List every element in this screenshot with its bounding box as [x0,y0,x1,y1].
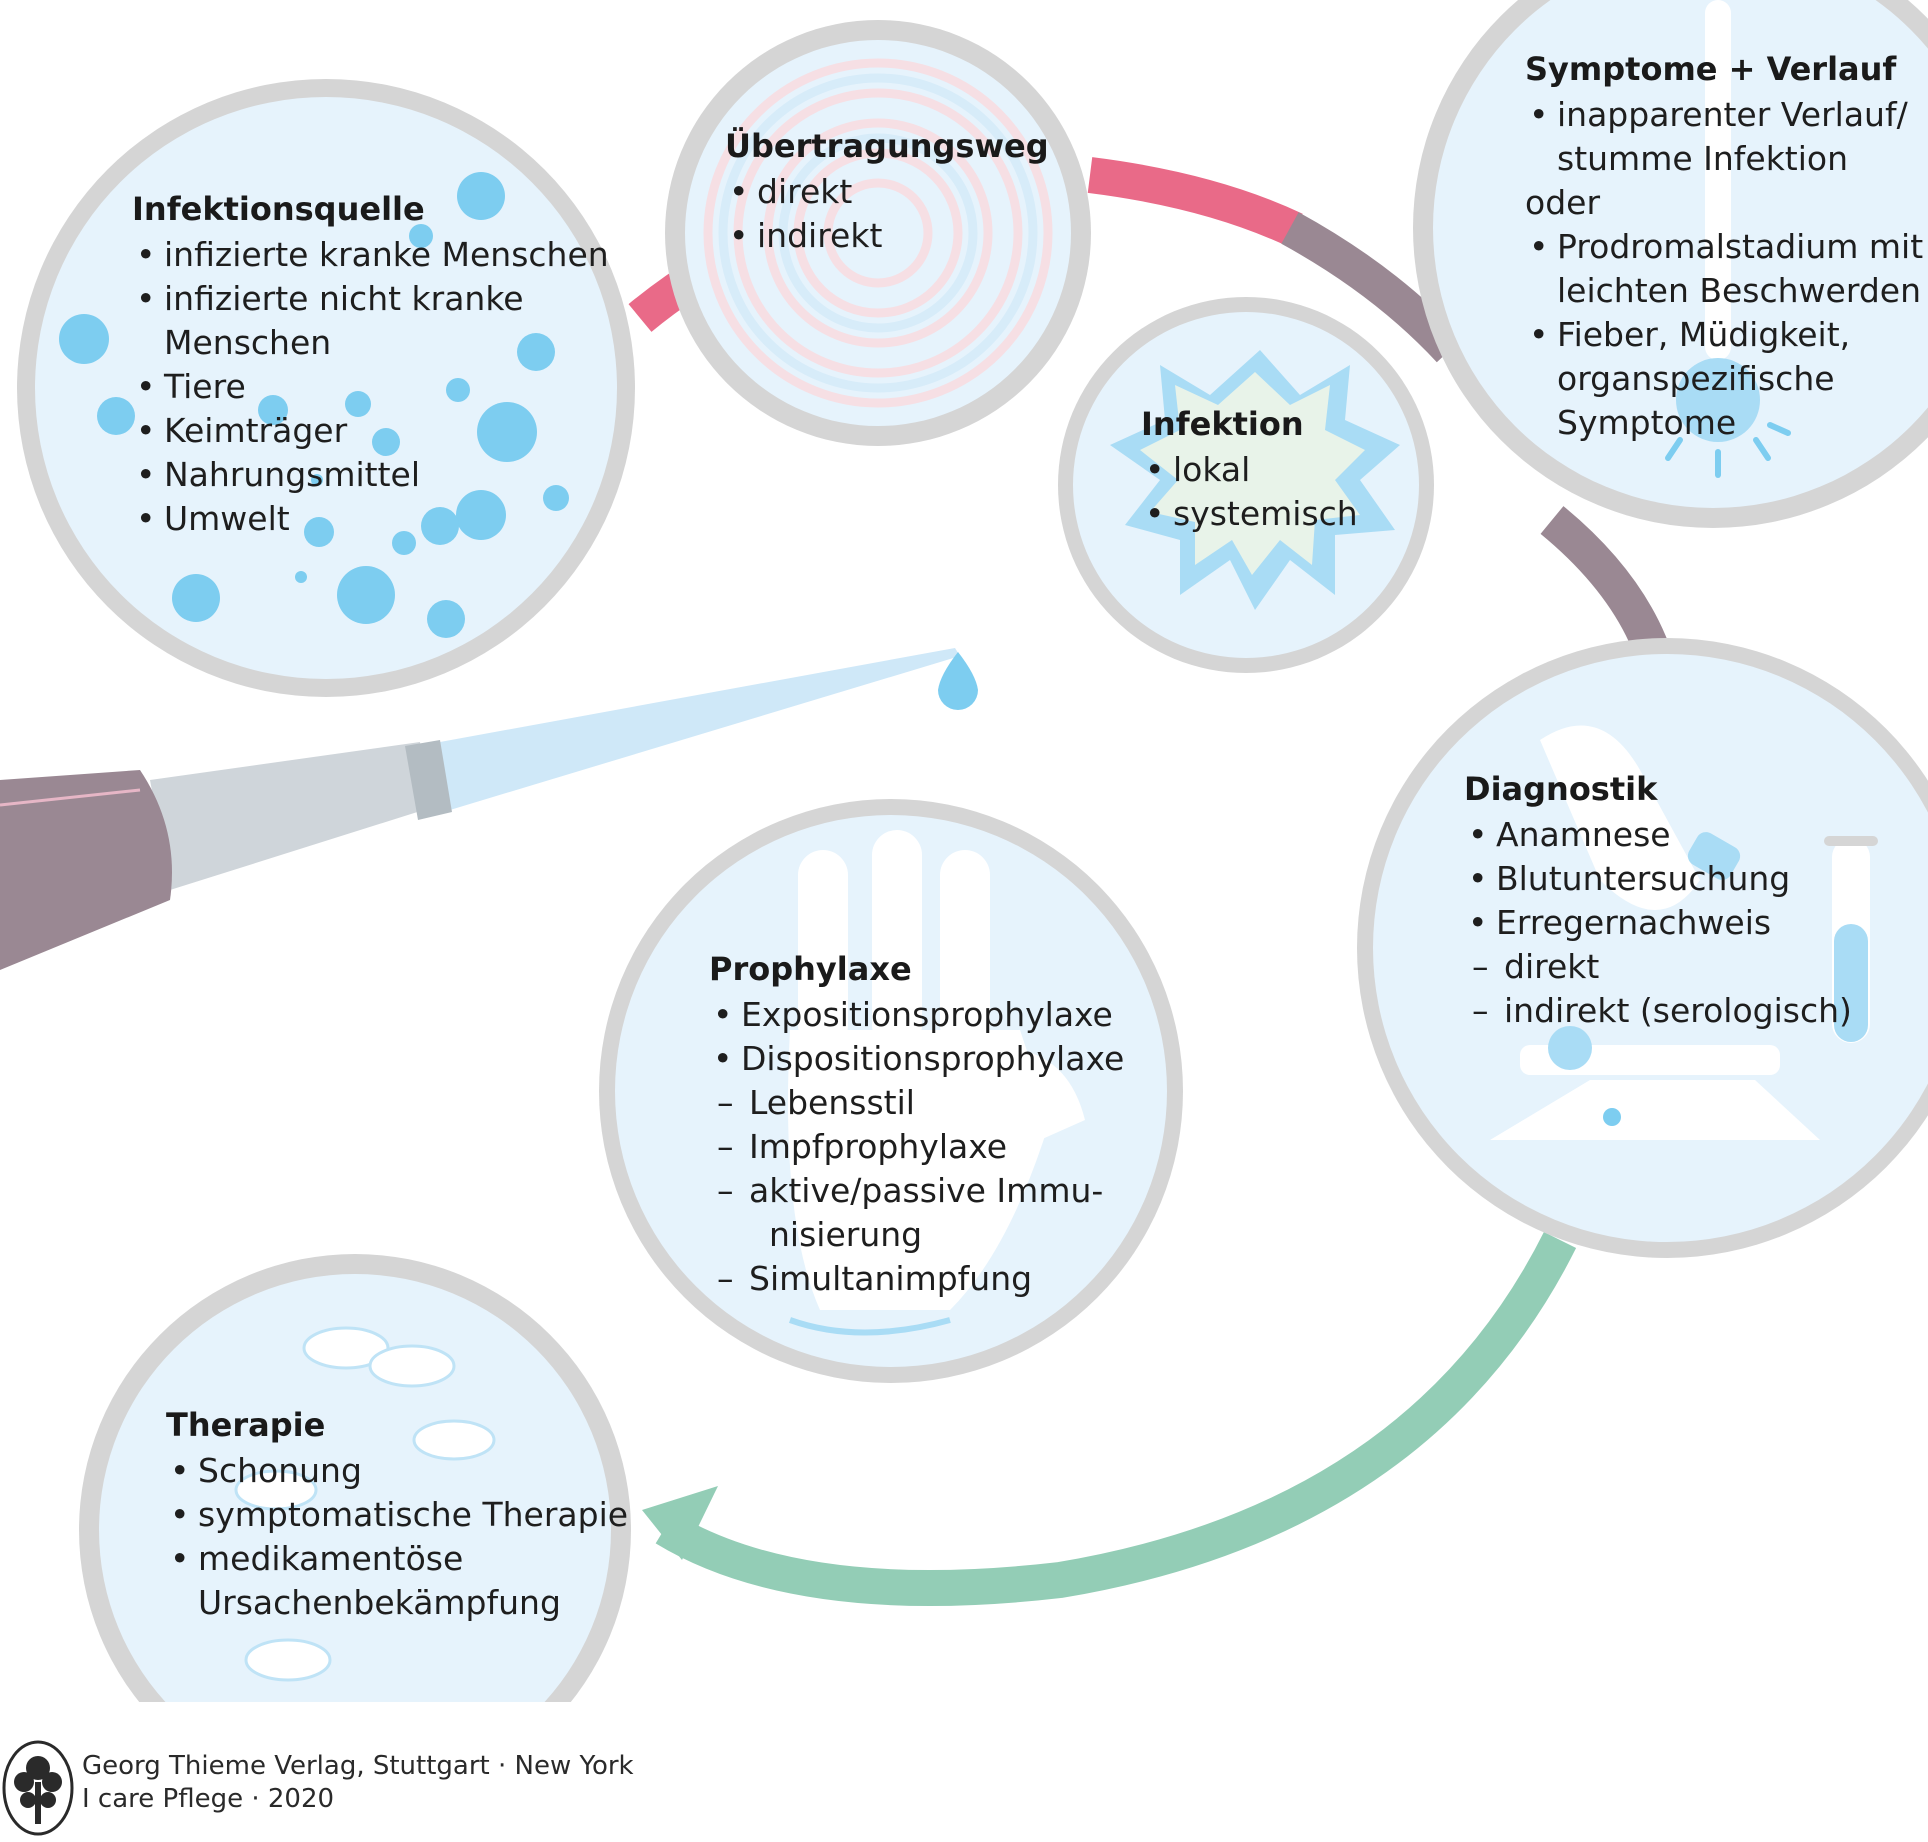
diagnostik-text: Diagnostik Anamnese Blutuntersuchung Err… [1464,767,1852,1033]
infektionsquelle-text: Infektionsquelle infizierte kranke Mensc… [132,187,609,541]
list-item: Symptome [1557,403,1737,442]
list-item: Schonung [166,1449,628,1493]
droplet-icon [938,652,978,710]
list-item: leichten Beschwerden [1557,271,1921,310]
list-subitem: indirekt (serologisch) [1464,989,1852,1033]
list-item: inapparenter Verlauf/ [1525,93,1923,137]
list-item: systemisch [1141,492,1358,536]
footer-book: I care Pflege · 2020 [82,1784,335,1814]
list-item: Tiere [132,365,609,409]
list-item: organspezifische [1557,359,1835,398]
cycle-arcs [628,157,1669,1606]
footer: Georg Thieme Verlag, Stuttgart · New Yor… [0,1738,640,1838]
therapie-text: Therapie Schonung symptomatische Therapi… [166,1403,628,1625]
uebertragungsweg-title: Übertragungsweg [725,127,1049,165]
list-item: Erregernachweis [1464,901,1852,945]
symptome-text: Symptome + Verlauf inapparenter Verlauf/… [1525,47,1923,445]
arc-green-segment [655,1231,1577,1606]
list-item: Blutuntersuchung [1464,857,1852,901]
list-item: oder [1525,183,1601,222]
infektion-title: Infektion [1141,405,1304,443]
list-item: Nahrungsmittel [132,453,609,497]
list-item: infizierte kranke Menschen [132,233,609,277]
list-item: stumme Infektion [1557,139,1849,178]
list-item: Menschen [164,323,332,362]
list-item: Keimträger [132,409,609,453]
tree-logo [2,1740,74,1836]
list-item: Prodromalstadium mit [1525,225,1923,269]
arc-mauve-segment-lower [1540,506,1669,657]
pipette-icon [0,648,960,970]
list-item: Expositionsprophylaxe [709,993,1124,1037]
uebertragungsweg-text: Übertragungsweg direkt indirekt [725,124,1049,258]
list-item: symptomatische Therapie [166,1493,628,1537]
list-item: Ursachenbekämpfung [198,1583,561,1622]
list-subitem: Simultanimpfung [709,1257,1124,1301]
list-subitem: direkt [1464,945,1852,989]
infektionsquelle-title: Infektionsquelle [132,190,425,228]
list-item: Anamnese [1464,813,1852,857]
arc-pink-segment-right [1087,157,1303,247]
prophylaxe-title: Prophylaxe [709,950,912,988]
list-item: Umwelt [132,497,609,541]
list-item: Fieber, Müdigkeit, [1525,313,1923,357]
prophylaxe-text: Prophylaxe Expositionsprophylaxe Disposi… [709,947,1124,1301]
footer-publisher: Georg Thieme Verlag, Stuttgart · New Yor… [82,1751,634,1781]
list-item: direkt [725,170,1049,214]
thermometer-icon [1665,0,1791,478]
list-subitem: Impfprophylaxe [709,1125,1124,1169]
list-item: medikamentöse [166,1537,628,1581]
list-subitem: aktive/passive Immu- [709,1169,1124,1213]
list-subitem: nisierung [769,1215,923,1254]
list-item: lokal [1141,448,1358,492]
list-item: infizierte nicht kranke [132,277,609,321]
diagnostik-title: Diagnostik [1464,770,1658,808]
footer-band [0,1702,1928,1842]
therapie-title: Therapie [166,1406,326,1444]
list-item: Dispositionsprophylaxe [709,1037,1124,1081]
arc-arrowhead [642,1486,718,1560]
symptome-title: Symptome + Verlauf [1525,50,1897,88]
list-subitem: Lebensstil [709,1081,1124,1125]
infektion-text: Infektion lokal systemisch [1141,402,1358,536]
list-item: indirekt [725,214,1049,258]
